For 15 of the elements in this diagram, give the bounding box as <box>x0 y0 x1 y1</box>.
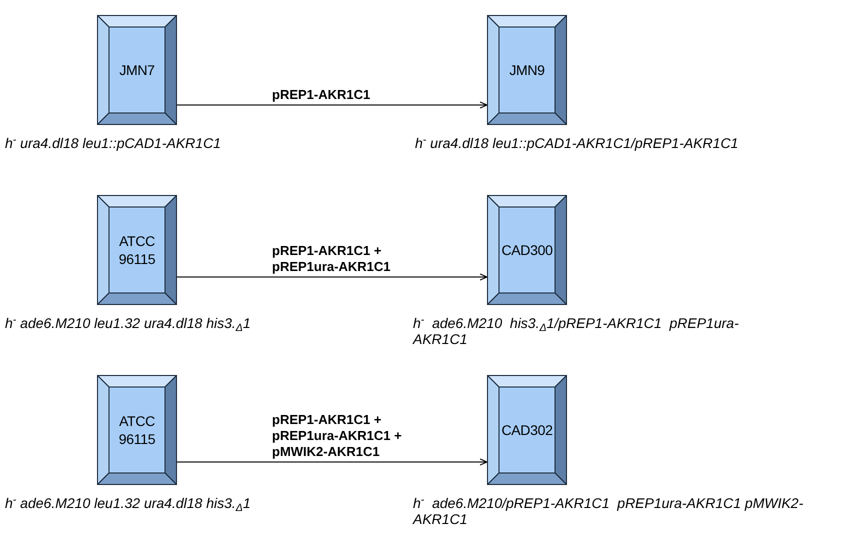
genotype-text: h$^{-}$ ade6.M210 leu1.32 ura4.dl18 his3.$_{Δ}$1 <box>5 495 251 511</box>
genotype-text: h$^{-}$ ade6.M210 leu1.32 ura4.dl18 his3.$_{Δ}$1 <box>5 315 251 331</box>
arrow <box>176 102 488 108</box>
genotype-text: h$^{-}$ ura4.dl18 leu1::pCAD1-AKR1C1/pREP1-AKR1C1 <box>415 135 738 151</box>
genotype-text: h$^{-}$ ade6.M210/pREP1-AKR1C1 pREP1ura-AKR1C1 pMWIK2-AKR1C1 <box>413 495 804 527</box>
box-label: CAD300 <box>500 241 554 259</box>
arrow <box>176 458 488 466</box>
box-label: JMN7 <box>118 61 156 79</box>
box-label: ATCC 96115 <box>118 412 156 448</box>
box-label: ATCC 96115 <box>118 232 156 268</box>
genotype-text: h$^{-}$ ura4.dl18 leu1::pCAD1-AKR1C1 <box>5 135 221 151</box>
genotype-text: h$^{-}$ ade6.M210 his3.$_{Δ}$1/pREP1-AKR1C1 pREP1ura-AKR1C1 <box>413 315 740 347</box>
box-label: JMN9 <box>508 61 546 79</box>
arrow <box>176 274 488 280</box>
box-label: CAD302 <box>500 421 554 439</box>
